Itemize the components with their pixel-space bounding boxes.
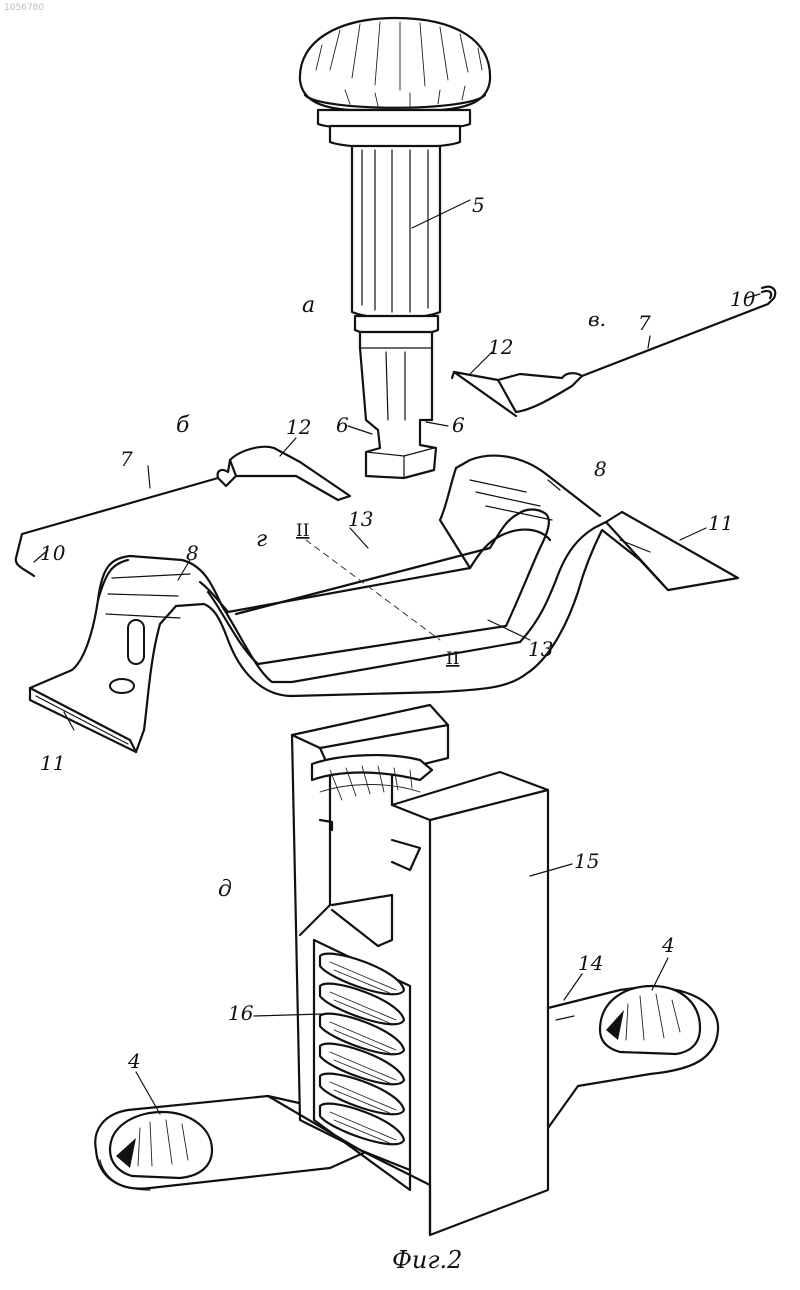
label-part-4-left: 4 — [127, 1049, 141, 1073]
section-mark-bottom: II — [446, 649, 459, 669]
label-part-13-bottom: 13 — [528, 637, 553, 661]
view-letter-v: в. — [588, 307, 606, 331]
label-part-11-right: 11 — [708, 511, 733, 535]
label-part-10-right: 10 — [730, 287, 756, 311]
label-part-15: 15 — [574, 849, 599, 873]
view-letter-b: б — [176, 413, 190, 438]
housing-part — [95, 705, 718, 1235]
label-part-6-left: 6 — [336, 413, 349, 437]
label-part-13-top: 13 — [348, 507, 373, 531]
document-number: 1056780 — [4, 3, 44, 13]
view-letter-g: г — [256, 527, 267, 552]
label-part-7-right: 7 — [638, 311, 651, 335]
bracket-part — [30, 456, 738, 752]
view-letter-d: д — [218, 877, 232, 902]
label-part-16: 16 — [228, 1001, 254, 1025]
section-mark-top: II — [296, 521, 309, 541]
left-wire-spring-part — [16, 447, 350, 576]
label-part-10-left: 10 — [40, 541, 66, 565]
view-letter-a: а — [302, 293, 315, 318]
label-part-6-right: 6 — [452, 413, 465, 437]
label-part-12-left: 12 — [286, 415, 311, 439]
label-part-8-left: 8 — [186, 541, 199, 565]
plunger-knob-part — [300, 18, 490, 478]
figure-caption: Фиг.2 — [392, 1246, 462, 1274]
label-part-11-left: 11 — [40, 751, 65, 775]
label-part-4-right: 4 — [661, 933, 675, 957]
label-part-7-left: 7 — [120, 447, 133, 471]
label-part-8-right: 8 — [594, 457, 607, 481]
label-part-5: 5 — [472, 193, 485, 217]
label-part-14: 14 — [578, 951, 603, 975]
label-part-12-right: 12 — [488, 335, 513, 359]
